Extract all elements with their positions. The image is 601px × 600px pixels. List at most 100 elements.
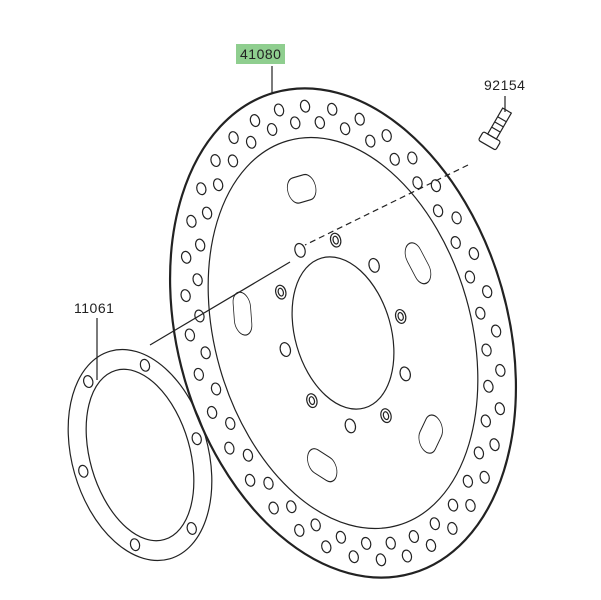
- brake-disc[interactable]: [115, 47, 570, 600]
- bolt-hole: [329, 232, 342, 248]
- vent-hole: [335, 530, 347, 544]
- bolt-hole: [394, 308, 407, 324]
- vent-hole: [286, 500, 297, 514]
- vent-hole: [192, 273, 203, 287]
- vent-hole: [201, 206, 213, 220]
- mounting-hole: [399, 366, 411, 382]
- bolt-hole-inner: [277, 287, 285, 297]
- vent-hole: [194, 309, 205, 323]
- vent-hole: [273, 103, 285, 117]
- bolt-hole: [275, 284, 287, 300]
- gasket-inner: [85, 368, 195, 542]
- bolt-hole-inner: [308, 396, 316, 406]
- vent-hole: [385, 536, 396, 550]
- lightening-slot: [404, 242, 432, 285]
- disc-inner-ring: [207, 136, 479, 530]
- vent-hole: [450, 236, 461, 250]
- vent-hole: [479, 470, 490, 484]
- vent-hole: [483, 379, 494, 393]
- part-label-11061[interactable]: 11061: [74, 300, 115, 316]
- part-label-41080[interactable]: 41080: [236, 44, 286, 64]
- gasket-hole: [78, 464, 89, 478]
- gasket[interactable]: [45, 332, 235, 577]
- vent-hole: [408, 530, 420, 544]
- assembly-line-bolt: [304, 164, 469, 246]
- vent-hole: [290, 116, 301, 130]
- bolt-hole-inner: [332, 235, 339, 245]
- vent-hole: [490, 324, 502, 338]
- vent-hole: [212, 178, 224, 192]
- lightening-slot: [232, 291, 253, 336]
- vent-hole: [314, 116, 326, 130]
- vent-hole: [495, 363, 506, 377]
- vent-hole: [480, 414, 492, 428]
- vent-hole: [365, 134, 376, 148]
- vent-hole: [245, 135, 257, 149]
- vent-hole: [180, 289, 191, 303]
- vent-hole: [360, 536, 372, 550]
- bolt-hole: [306, 393, 318, 409]
- vent-hole: [186, 214, 197, 228]
- lightening-slot: [307, 448, 338, 483]
- vent-hole: [407, 151, 418, 165]
- part-label-92154[interactable]: 92154: [484, 77, 526, 93]
- vent-hole: [451, 211, 462, 225]
- vent-hole: [196, 182, 207, 196]
- disc-outer-edge: [168, 87, 518, 579]
- disc-center-bore: [291, 256, 395, 410]
- vent-hole: [401, 549, 413, 563]
- vent-hole: [494, 402, 506, 416]
- vent-hole: [249, 114, 261, 128]
- vent-hole: [299, 99, 311, 113]
- vent-hole: [263, 476, 274, 490]
- vent-hole: [326, 102, 338, 116]
- vent-hole: [481, 343, 492, 357]
- bolt[interactable]: [478, 106, 515, 151]
- vent-hole: [210, 382, 222, 396]
- gasket-hole: [186, 521, 197, 535]
- vent-hole: [206, 405, 218, 419]
- vent-hole: [268, 501, 279, 515]
- vent-hole: [184, 328, 196, 342]
- vent-hole: [432, 204, 444, 218]
- vent-hole: [389, 152, 400, 166]
- vent-hole: [447, 498, 459, 512]
- vent-hole: [429, 517, 441, 531]
- mounting-hole: [368, 257, 380, 273]
- assembly-line-gasket: [149, 261, 291, 346]
- vent-hole: [475, 306, 486, 320]
- vent-hole: [375, 553, 387, 567]
- gasket-hole: [83, 375, 94, 389]
- vent-hole: [354, 112, 365, 126]
- mounting-hole: [344, 418, 357, 434]
- vent-hole: [321, 540, 332, 554]
- vent-hole: [210, 154, 221, 168]
- vent-hole: [464, 270, 476, 284]
- vent-hole: [225, 416, 236, 430]
- gasket-hole: [191, 432, 202, 446]
- vent-hole: [468, 247, 480, 261]
- vent-hole: [381, 129, 392, 143]
- vent-hole: [348, 550, 360, 564]
- vent-hole: [244, 473, 256, 487]
- mounting-hole: [294, 242, 306, 258]
- lightening-slot: [286, 173, 317, 204]
- gasket-hole: [139, 358, 151, 372]
- vent-hole: [339, 122, 351, 136]
- bolt-hole-inner: [382, 411, 390, 421]
- bolt-head: [478, 131, 501, 151]
- vent-hole: [430, 179, 442, 193]
- vent-hole: [227, 154, 239, 168]
- mounting-hole: [279, 342, 292, 358]
- vent-hole: [489, 438, 500, 452]
- gasket-hole: [129, 538, 141, 552]
- vent-hole: [462, 474, 474, 488]
- vent-hole: [294, 523, 305, 537]
- vent-hole: [224, 441, 235, 455]
- vent-hole: [200, 346, 211, 360]
- vent-hole: [447, 521, 458, 535]
- vent-hole: [310, 518, 321, 532]
- bolt-hole: [380, 408, 392, 424]
